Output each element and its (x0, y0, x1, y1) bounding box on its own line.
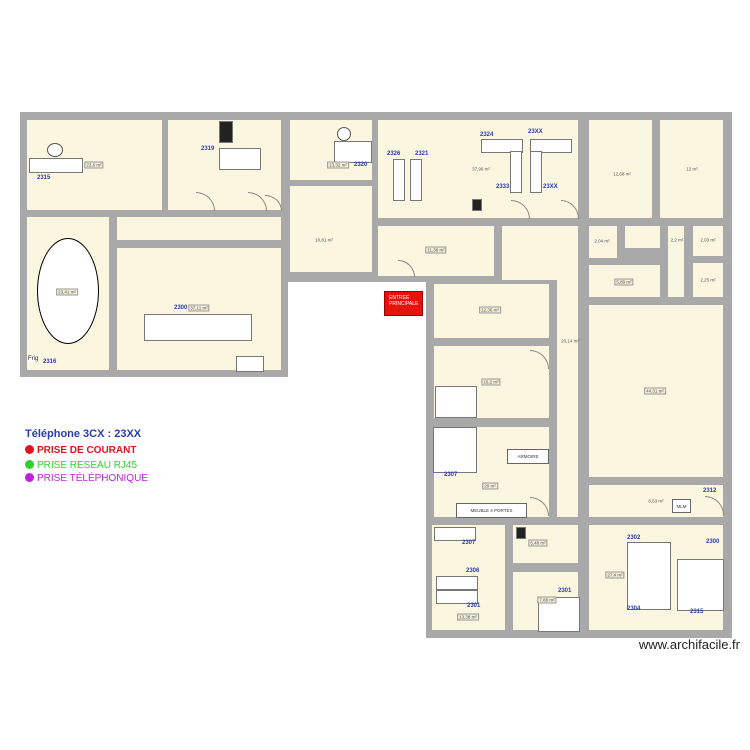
area-label: 27,4 m² (605, 571, 625, 579)
area-label: 37,96 m² (472, 166, 490, 172)
room-10-81[interactable] (290, 186, 372, 272)
desk (219, 148, 261, 170)
wc-2[interactable] (668, 226, 684, 297)
network-outlet-icon (25, 460, 34, 469)
corridor-main[interactable] (557, 226, 578, 517)
power-outlet-icon (25, 445, 34, 454)
ext-label: 2300 (706, 539, 720, 545)
legend-network-outlet: PRISE RESEAU RJ45 (25, 460, 137, 471)
area-label: 5,48 m² (528, 539, 548, 547)
ext-label: 2301 (558, 588, 572, 594)
ext-label: 2300 (174, 305, 188, 311)
area-label: 12,68 m² (613, 171, 631, 177)
desk (436, 590, 478, 604)
desk (435, 386, 477, 418)
room-2312[interactable] (589, 485, 723, 517)
room-12[interactable] (660, 120, 723, 218)
ext-label: 2307 (462, 540, 476, 546)
wc-4[interactable] (693, 263, 723, 297)
ext-label: 2315 (37, 175, 51, 181)
area-label: 7,88 m² (537, 596, 557, 604)
area-label: 44,31 m² (644, 387, 666, 395)
area-label: 20,14 m² (561, 338, 579, 344)
area-label: 2,03 m² (700, 237, 716, 243)
wc-1[interactable] (589, 226, 617, 258)
corridor-west[interactable] (117, 217, 281, 240)
printer (516, 527, 526, 539)
ext-label: 2306 (466, 568, 480, 574)
ext-label: 2307 (444, 472, 458, 478)
sideboard: MEUBLE 4 PORTES (456, 503, 527, 518)
meeting-table-long (144, 314, 252, 341)
desk (29, 158, 83, 173)
legend-label: PRISE RESEAU RJ45 (37, 460, 138, 471)
desk (434, 527, 476, 541)
area-label: 20 m² (482, 482, 498, 490)
ext-label: 2324 (480, 132, 494, 138)
ext-label: 2302 (627, 535, 641, 541)
area-label: 23,6 m² (84, 161, 104, 169)
area-label: 16,2 m² (481, 378, 501, 386)
desk (393, 159, 405, 201)
area-label: 12,36 m² (479, 306, 501, 314)
ext-label: 2315 (690, 609, 704, 615)
wc-3[interactable] (693, 226, 723, 256)
area-label: 2,25 m² (700, 277, 716, 283)
ext-label: 2333 (496, 184, 510, 190)
legend-label: PRISE DE COURANT (37, 445, 137, 456)
ext-label: 2321 (415, 151, 429, 157)
ext-label: 23XX (528, 129, 543, 135)
desk (481, 139, 523, 153)
area-label: 2,04 m² (594, 238, 610, 244)
desk (530, 151, 542, 193)
phone-outlet-icon (25, 473, 34, 482)
area-label: 10,81 m² (315, 237, 333, 243)
legend-power-outlet: PRISE DE COURANT (25, 445, 136, 456)
legend-phone-outlet: PRISE TÉLÉPHONIQUE (25, 473, 148, 484)
desk (510, 151, 522, 193)
desk (334, 141, 372, 163)
desk (433, 427, 477, 473)
printer (219, 121, 233, 143)
desk (677, 559, 724, 611)
ext-label: 23XX (543, 184, 558, 190)
ext-label: 2320 (354, 162, 368, 168)
area-label: 13,32 m² (327, 161, 349, 169)
ext-label: 2301 (467, 603, 481, 609)
chair (47, 143, 63, 157)
desk (236, 356, 264, 372)
cabinet-small: MLM (672, 499, 691, 513)
area-label: 11,36 m² (425, 246, 447, 254)
watermark: www.archifacile.fr (638, 637, 740, 652)
ext-label: 2326 (387, 151, 401, 157)
room-12-68[interactable] (589, 120, 652, 218)
area-label: 2,2 m² (670, 237, 684, 243)
area-label: 5,89 m² (614, 278, 634, 286)
legend-label: PRISE TÉLÉPHONIQUE (37, 473, 148, 484)
ext-label: 2319 (201, 146, 215, 152)
ext-label: 2312 (703, 488, 717, 494)
cabinet: ARMOIRE (507, 449, 549, 464)
desk (436, 576, 478, 590)
main-entrance[interactable]: ENTREE PRINCIPALE (384, 291, 423, 316)
ext-label: 2304 (627, 606, 641, 612)
desk (410, 159, 422, 201)
printer (472, 199, 482, 211)
area-label: 13,38 m² (457, 613, 479, 621)
area-label: 37,11 m² (188, 304, 210, 312)
legend-phone-title: Téléphone 3CX : 23XX (25, 428, 142, 440)
area-label: 8,63 m² (648, 498, 664, 504)
ext-label: 2316 (43, 359, 57, 365)
fridge-label: Frig (28, 356, 39, 362)
desk (627, 542, 671, 610)
desk (530, 139, 572, 153)
area-label: 23,41 m² (56, 288, 78, 296)
chair (337, 127, 351, 141)
area-label: 12 m² (686, 166, 698, 172)
wc-small[interactable] (625, 226, 660, 248)
